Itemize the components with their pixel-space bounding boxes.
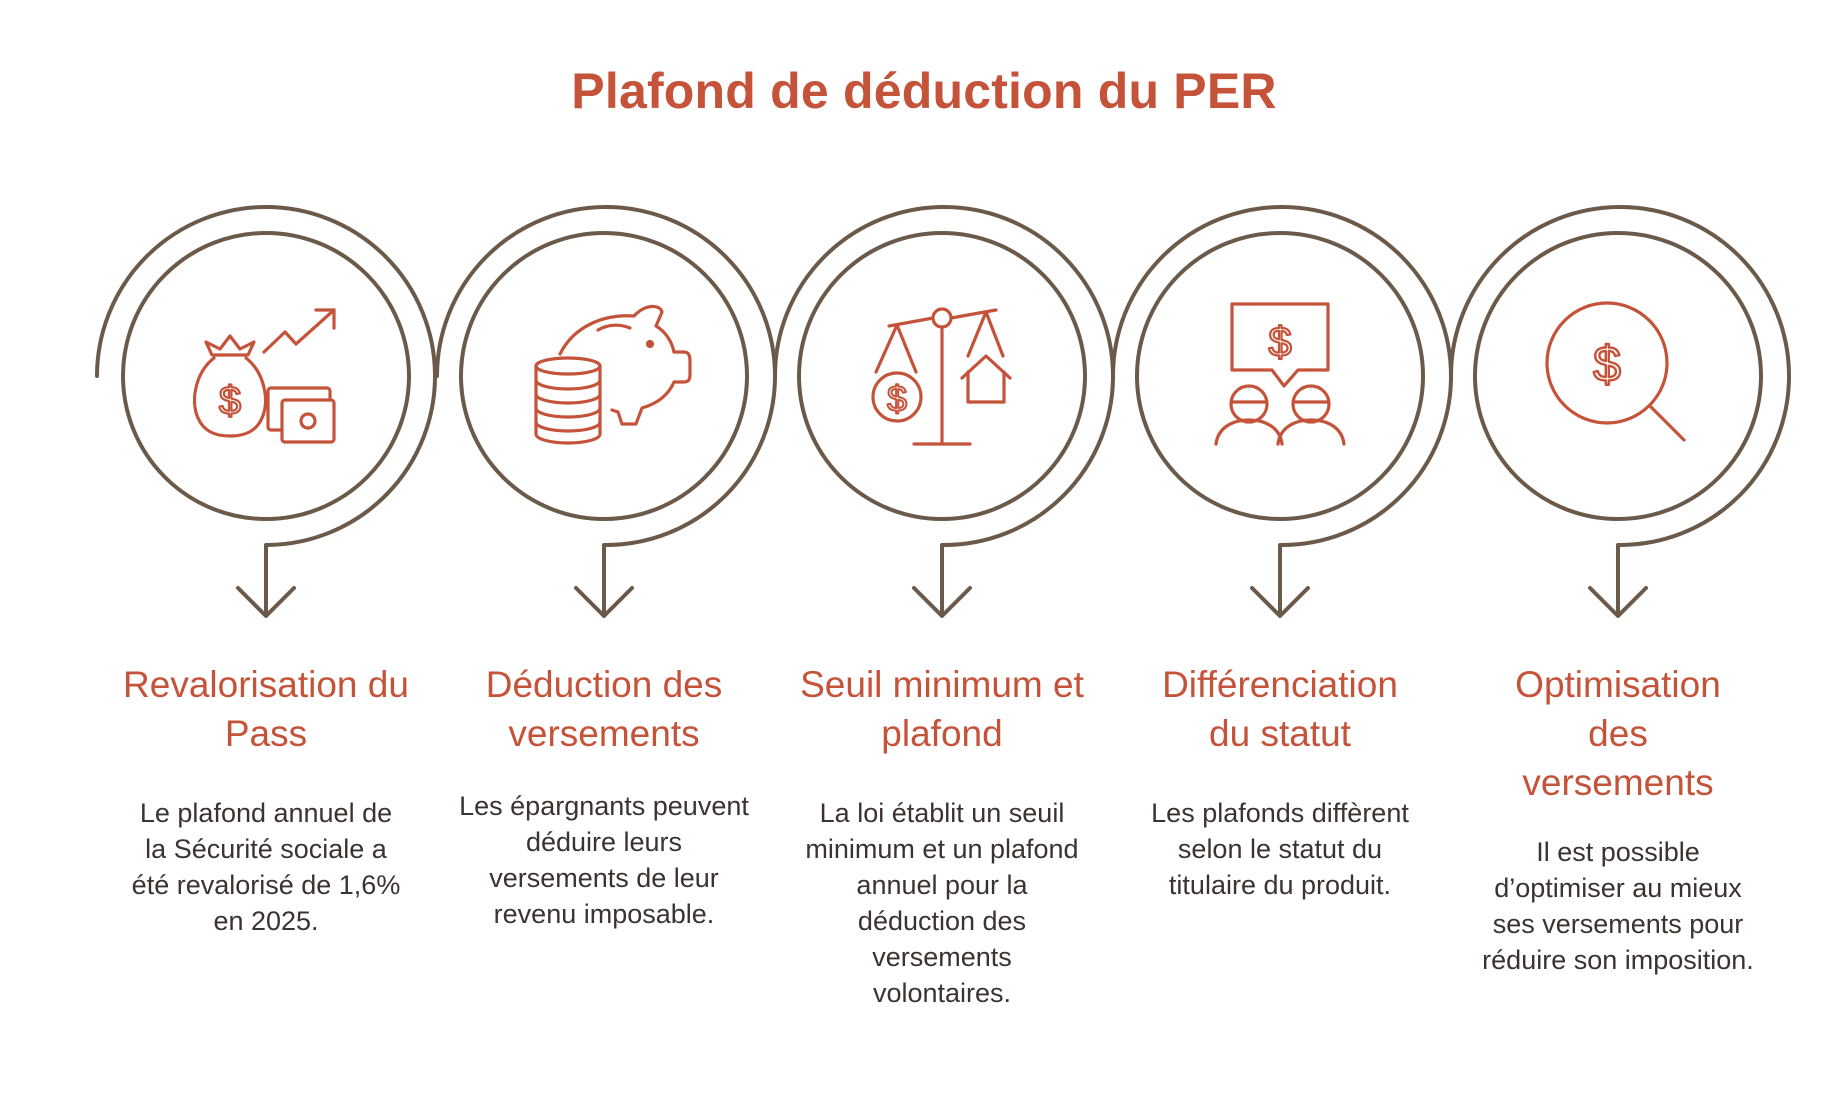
step-5-heading: Optimisation des versements (1515, 664, 1721, 803)
piggy-bank-coins-icon (534, 304, 692, 445)
step-5-description: Il est possible d’optimiser au mieux ses… (1482, 837, 1754, 975)
dollar-magnifier-icon: $ (1545, 301, 1686, 442)
page-title: Plafond de déduction du PER (571, 63, 1277, 119)
step-4-heading: Différenciation du statut (1162, 664, 1398, 754)
step-connector-1 (95, 205, 437, 618)
step-2-heading: Déduction des versements (485, 664, 723, 754)
svg-text:$: $ (887, 378, 907, 419)
step-1-heading: Revalorisation du Pass (123, 664, 409, 754)
step-connector-5 (1449, 205, 1791, 618)
svg-text:$: $ (1268, 318, 1291, 365)
step-3-description: La loi établit un seuil minimum et un pl… (805, 798, 1079, 1008)
step-3-heading: Seuil minimum et plafond (800, 664, 1084, 754)
step-4-description: Les plafonds diffèrent selon le statut d… (1151, 798, 1409, 900)
step-connector-3 (773, 205, 1115, 618)
people-discussion-icon: $ (1214, 302, 1346, 446)
svg-text:$: $ (1593, 336, 1621, 392)
step-connector-4 (1111, 205, 1453, 618)
balance-scale-icon: $ (871, 307, 1012, 446)
step-connector-2 (435, 205, 777, 618)
step-2-description: Les épargnants peuvent déduire leurs ver… (459, 791, 749, 929)
svg-text:$: $ (219, 379, 241, 423)
step-1-description: Le plafond annuel de la Sécurité sociale… (131, 798, 401, 936)
money-bag-growth-icon: $ (192, 308, 336, 444)
